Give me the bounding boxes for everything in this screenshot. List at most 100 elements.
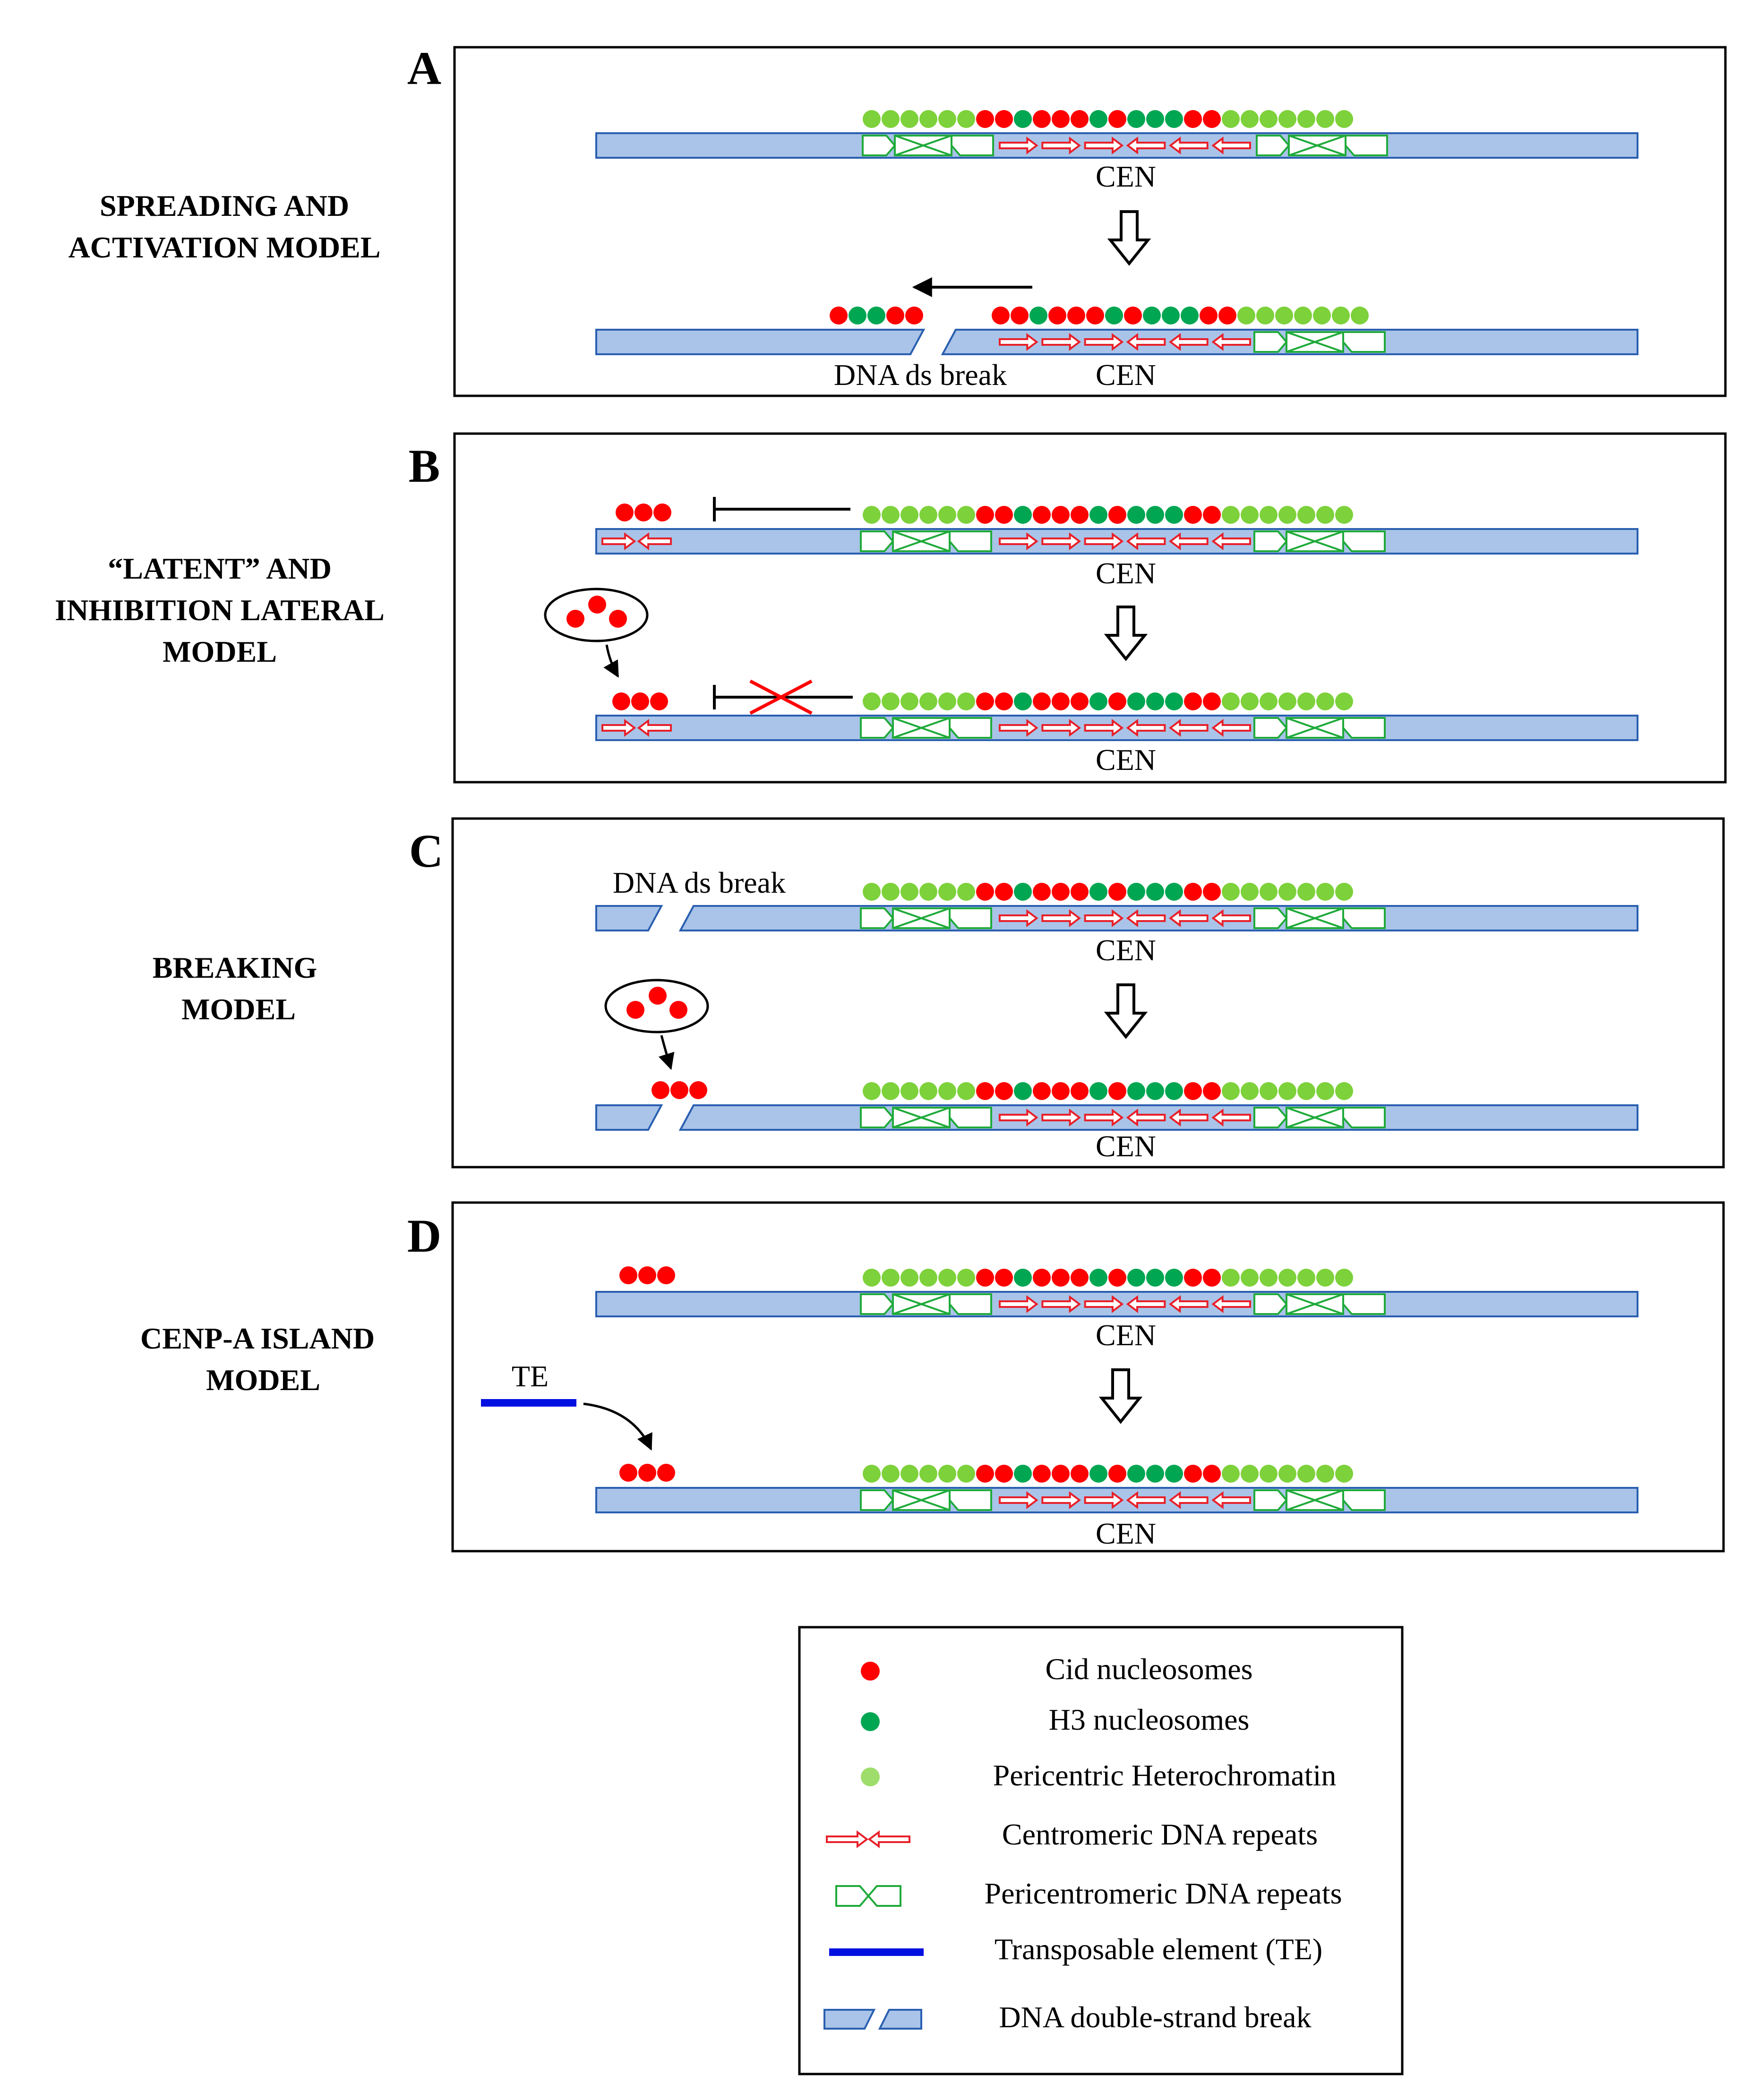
pericentromeric-repeat-cross [1286,717,1344,739]
cen-label-d-top: CEN [1096,1318,1156,1352]
pericentromeric-repeat-cross [1286,1107,1344,1128]
cid-nucleosome [1071,1465,1089,1483]
cid-nucleosome [976,1082,994,1100]
cid-nucleosome [1200,307,1218,324]
centromeric-repeat-arrow-left [1211,1295,1251,1313]
pericentric-heterochromatin-nucleosome [1294,307,1312,324]
centromeric-repeat-arrow-right [999,719,1038,737]
cid-nucleosome [1011,307,1029,324]
cid-nucleosome [588,596,606,614]
pericentric-heterochromatin-nucleosome [1351,307,1369,324]
pericentric-heterochromatin-nucleosome [938,1465,956,1483]
dna-strand-c-top-left [595,905,663,931]
model-title-b-line3: MODEL [163,635,277,668]
pericentromeric-repeat-cross [1286,1293,1344,1315]
cid-nucleosome [995,883,1013,901]
pericentric-heterochromatin-nucleosome [1278,692,1296,710]
pericentromeric-block-d-bottom-left [860,1489,992,1511]
cid-nucleosome [669,1001,687,1019]
legend-symbol-pericen-forward [835,1885,870,1907]
centromeric-repeat-arrow-right [601,532,636,550]
centromeric-repeat-arrow-right [999,909,1038,927]
pericentromeric-block-c-top-right [1253,907,1386,929]
h3-nucleosome [1165,506,1183,524]
h3-nucleosome [1089,1465,1107,1483]
cid-nucleosome [1184,506,1202,524]
pericentromeric-repeat-reverse [951,135,994,156]
cid-nucleosome [670,1081,688,1099]
pericentric-heterochromatin-nucleosome [882,1082,900,1100]
cid-nucleosome [1124,307,1142,324]
cid-nucleosome [886,307,904,324]
centromeric-repeat-arrow-left [1211,1109,1251,1127]
h3-nucleosome [849,307,866,324]
cid-nucleosome [1033,110,1051,128]
centromeric-repeat-arrow-left [1168,333,1209,351]
cid-nucleosome [626,1001,644,1019]
pericentric-heterochromatin-nucleosome [1241,506,1259,524]
centromeric-repeat-arrow-right [1041,909,1081,927]
pericentric-heterochromatin-nucleosome [1260,1082,1278,1100]
pericentric-heterochromatin-nucleosome [882,110,900,128]
centromeric-repeat-arrow-right [1084,137,1124,154]
pericentric-heterochromatin-nucleosome [1275,307,1293,324]
pericentromeric-repeat-reverse [1342,1107,1386,1128]
pericentric-heterochromatin-nucleosome [900,1082,918,1100]
pericentric-heterochromatin-nucleosome [1241,1465,1259,1483]
cid-nucleosome [976,506,994,524]
cid-nucleosome [652,1081,669,1099]
pericentric-heterochromatin-nucleosome [1241,110,1259,128]
h3-nucleosome [1014,692,1032,710]
pericentric-heterochromatin-nucleosome [1278,1082,1296,1100]
h3-nucleosome [867,307,885,324]
pericentric-heterochromatin-nucleosome [1335,692,1353,710]
legend-label-te: Transposable element (TE) [995,1932,1322,1966]
cid-nucleosome [653,504,671,521]
cid-nucleosome [976,883,994,901]
pericentromeric-repeat-reverse [949,1489,992,1511]
cid-nucleosome [976,692,994,710]
pericentromeric-repeat-reverse [1345,135,1388,156]
pericentric-heterochromatin-nucleosome [1297,506,1315,524]
pericentromeric-repeat-reverse [949,1107,992,1128]
centromeric-repeat-arrow-left [1168,719,1209,737]
cid-nucleosome [1184,883,1202,901]
cid-nucleosome [995,692,1013,710]
h3-nucleosome [1146,506,1164,524]
cid-nucleosome [1033,1465,1051,1483]
h3-nucleosome [1165,110,1183,128]
cid-nucleosome [1184,692,1202,710]
pericentric-heterochromatin-nucleosome [957,883,975,901]
cid-nucleosome [657,1464,675,1482]
pericentric-heterochromatin-nucleosome [1316,110,1334,128]
cid-nucleosome [1086,307,1104,324]
centromeric-repeat-arrow-right [999,1295,1038,1313]
centromeric-repeat-arrow-left [1168,137,1209,154]
pericentromeric-repeat-forward [1253,907,1288,929]
legend-symbol-peri-het [861,1767,880,1786]
transition-arrow-a [1107,210,1151,266]
pericentric-heterochromatin-nucleosome [1335,1082,1353,1100]
pericentric-heterochromatin-nucleosome [1332,307,1350,324]
arrows-and-annotations [481,210,1151,1451]
pericentromeric-block-b-top-right [1253,530,1386,552]
centromeric-repeat-arrow-left [1126,1295,1166,1313]
pericentric-heterochromatin-nucleosome [863,1269,881,1287]
cid-nucleosome [995,1269,1013,1287]
h3-nucleosome [1165,883,1183,901]
panel-letter-a: A [407,42,441,94]
cen-label-c-top: CEN [1096,933,1156,967]
centromeric-repeat-arrow-right [601,719,636,737]
h3-nucleosome [1165,692,1183,710]
cid-nucleosome [612,692,630,710]
cid-nucleosome [650,692,668,710]
pericentric-heterochromatin-nucleosome [957,1082,975,1100]
pericentric-heterochromatin-nucleosome [1241,1269,1259,1287]
centromeric-repeat-arrow-left [1126,137,1166,154]
pericentromeric-block-c-bottom-right [1253,1107,1386,1128]
cid-nucleosome [1108,692,1126,710]
cid-nucleosome [1071,1269,1089,1287]
pericentromeric-repeat-forward [860,1107,894,1128]
cid-nucleosome [992,307,1010,324]
pericentric-heterochromatin-nucleosome [1335,1465,1353,1483]
